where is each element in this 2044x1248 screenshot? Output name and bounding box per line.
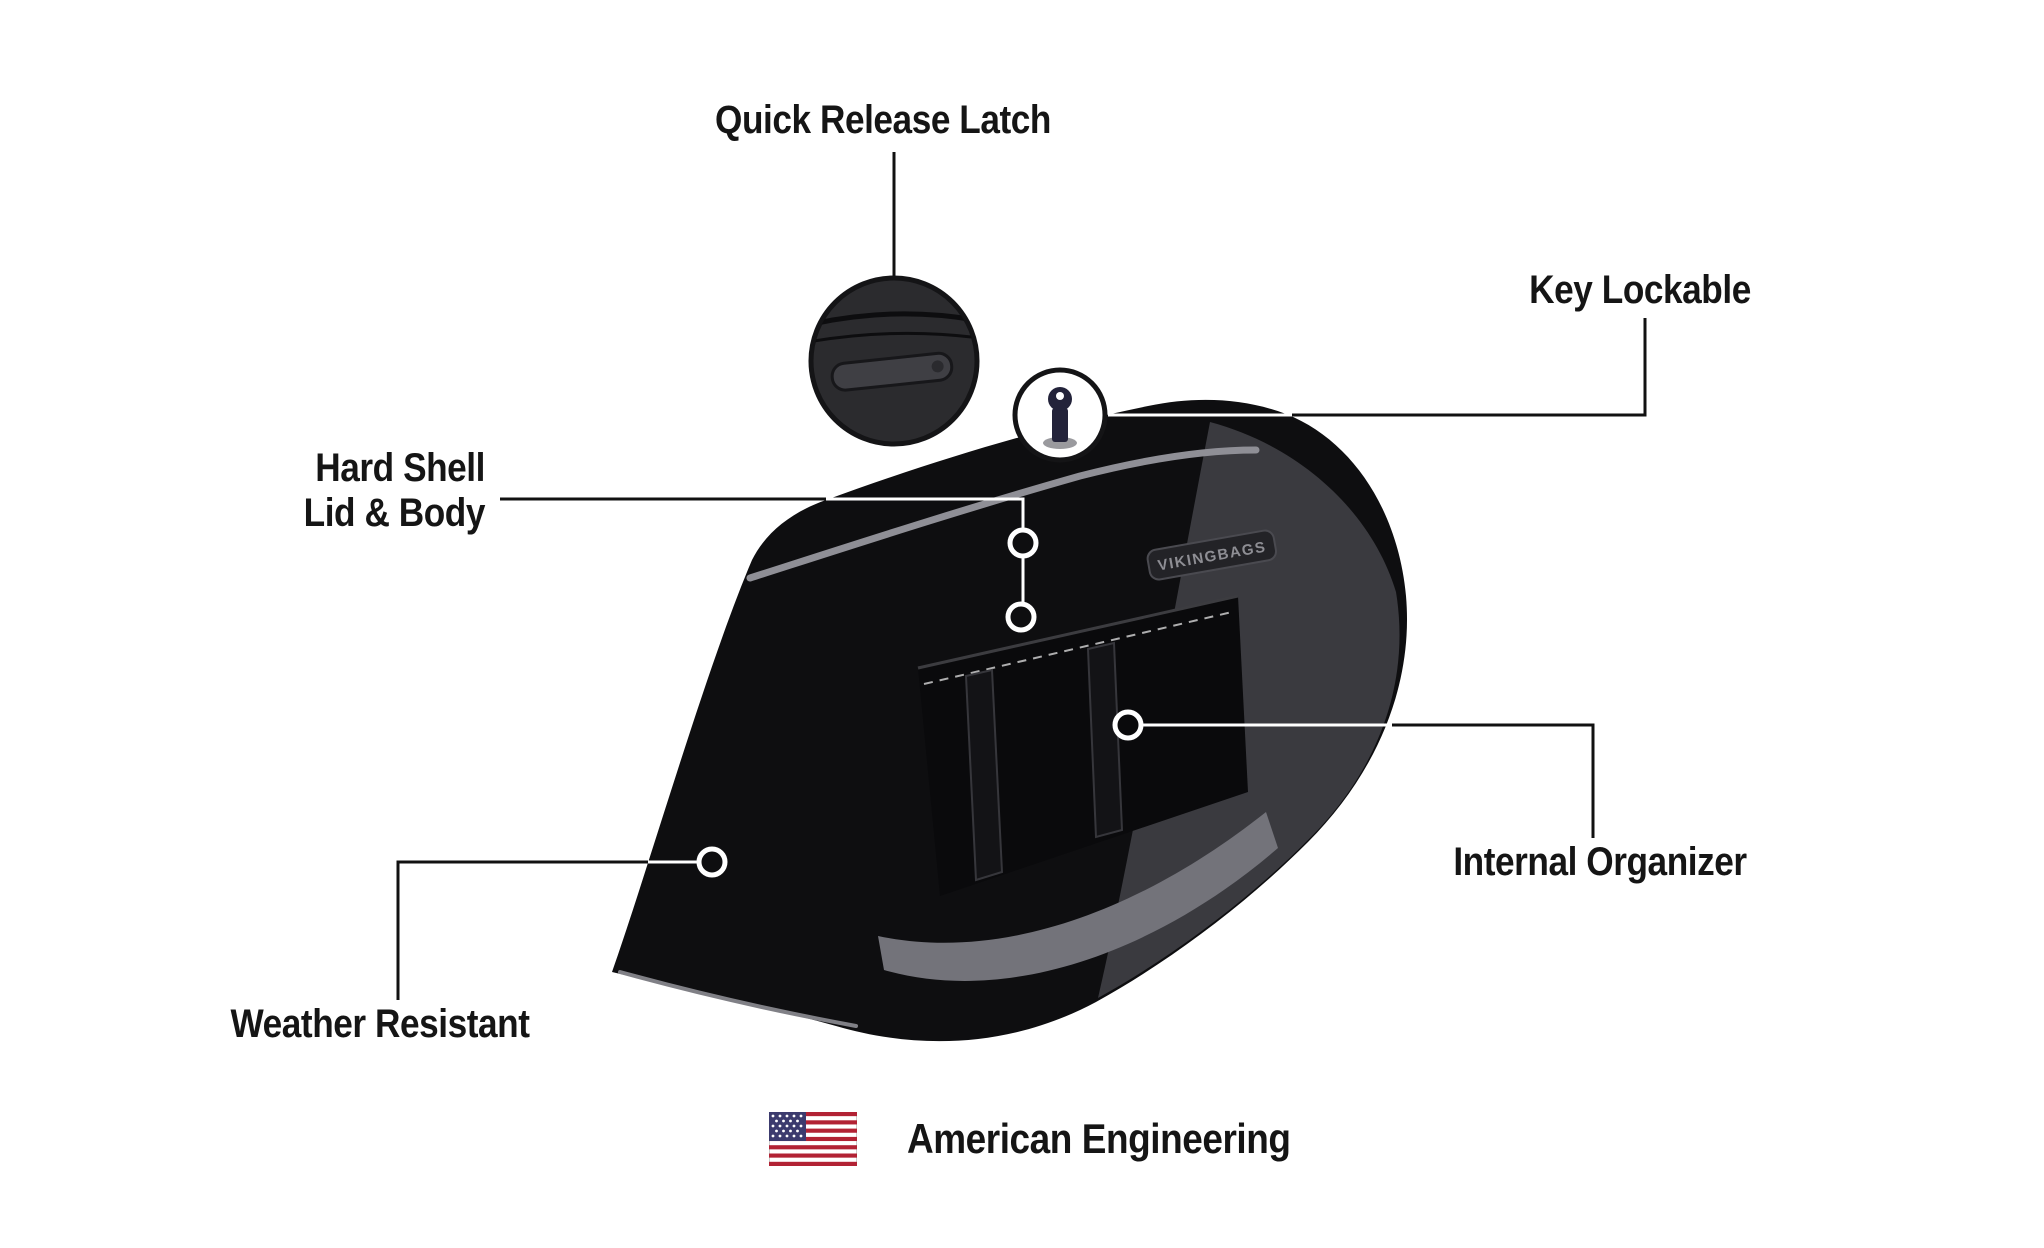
key-inset [1012,367,1108,463]
organizer-stitching [923,611,1233,685]
saddlebag-right-face [1098,422,1400,998]
label-quick-release-latch: Quick Release Latch [715,98,1051,142]
marker-internal-organizer [1112,709,1144,741]
marker-hard-shell-lid [1007,527,1039,559]
footer-row: American Engineering [769,1112,1343,1166]
organizer-strap-left [964,668,1004,882]
label-key-lockable: Key Lockable [1529,268,1751,312]
latch-icon [813,311,975,392]
callout-lines-white [648,413,1392,864]
organizer-strap-right [1086,641,1124,839]
label-hard-shell-line1: Hard Shell [315,446,485,490]
callout-markers [696,527,1144,878]
marker-hard-shell-body [1005,601,1037,633]
marker-weather-resistant [696,846,728,878]
saddlebag-interior-gray [878,812,1278,981]
key-icon [1043,387,1077,449]
label-internal-organizer: Internal Organizer [1453,840,1747,884]
internal-organizer-panel [918,596,1248,896]
saddlebag-body: VIKINGBAGS [612,399,1408,1042]
organizer-top-edge [917,594,1239,670]
latch-inset [808,275,980,447]
label-hard-shell: Hard Shell Lid & Body [133,446,486,536]
callout-line-hard-shell-onbag [826,497,1025,604]
label-hard-shell-line2: Lid & Body [303,491,486,535]
label-american-engineering: American Engineering [907,1115,1291,1162]
bottom-piping [618,970,858,1028]
callout-line-weather-resistant [396,860,700,1000]
lid-accent-stripe [746,446,1260,582]
label-weather-resistant: Weather Resistant [230,1002,530,1046]
us-flag-icon [769,1112,857,1166]
